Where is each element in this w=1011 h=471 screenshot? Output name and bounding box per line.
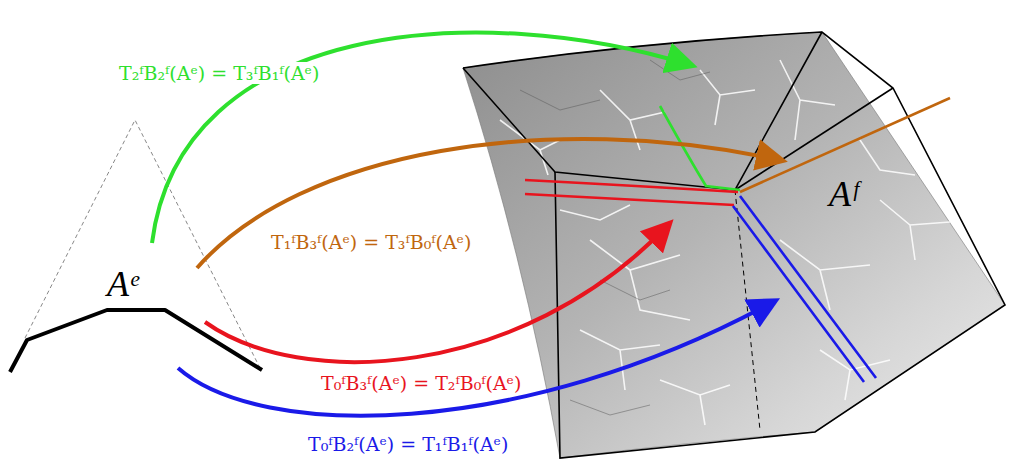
label-holder: T₀ᶠB₃ᶠ(Aᵉ) = T₂ᶠB₀ᶠ(Aᵉ): [318, 372, 524, 396]
set-symbol: Aᵉ: [104, 264, 141, 304]
set-symbol: Aᶠ: [826, 174, 860, 214]
label-holder: T₀ᶠB₂ᶠ(Aᵉ) = T₁ᶠB₁ᶠ(Aᵉ): [305, 433, 511, 457]
label-holder: Aᶠ: [826, 172, 860, 217]
map-equation: T₀ᶠB₃ᶠ(Aᵉ) = T₂ᶠB₀ᶠ(Aᵉ): [318, 372, 524, 394]
label-holder: Aᵉ: [104, 262, 141, 307]
triangle-outline: [25, 120, 260, 368]
map-equation: T₁ᶠB₃ᶠ(Aᵉ) = T₃ᶠB₀ᶠ(Aᵉ): [268, 231, 474, 253]
label-holder: T₂ᶠB₂ᶠ(Aᵉ) = T₃ᶠB₁ᶠ(Aᵉ): [116, 62, 322, 86]
map-equation: T₀ᶠB₂ᶠ(Aᵉ) = T₁ᶠB₁ᶠ(Aᵉ): [305, 433, 511, 455]
mapping-arrows: [152, 33, 780, 416]
attractor-curve: [10, 310, 262, 372]
map-equation: T₂ᶠB₂ᶠ(Aᵉ) = T₃ᶠB₁ᶠ(Aᵉ): [116, 62, 322, 84]
fractal-surface: [463, 32, 1005, 458]
label-holder: T₁ᶠB₃ᶠ(Aᵉ) = T₃ᶠB₀ᶠ(Aᵉ): [268, 231, 474, 255]
cube-wireframe: [463, 32, 1005, 458]
